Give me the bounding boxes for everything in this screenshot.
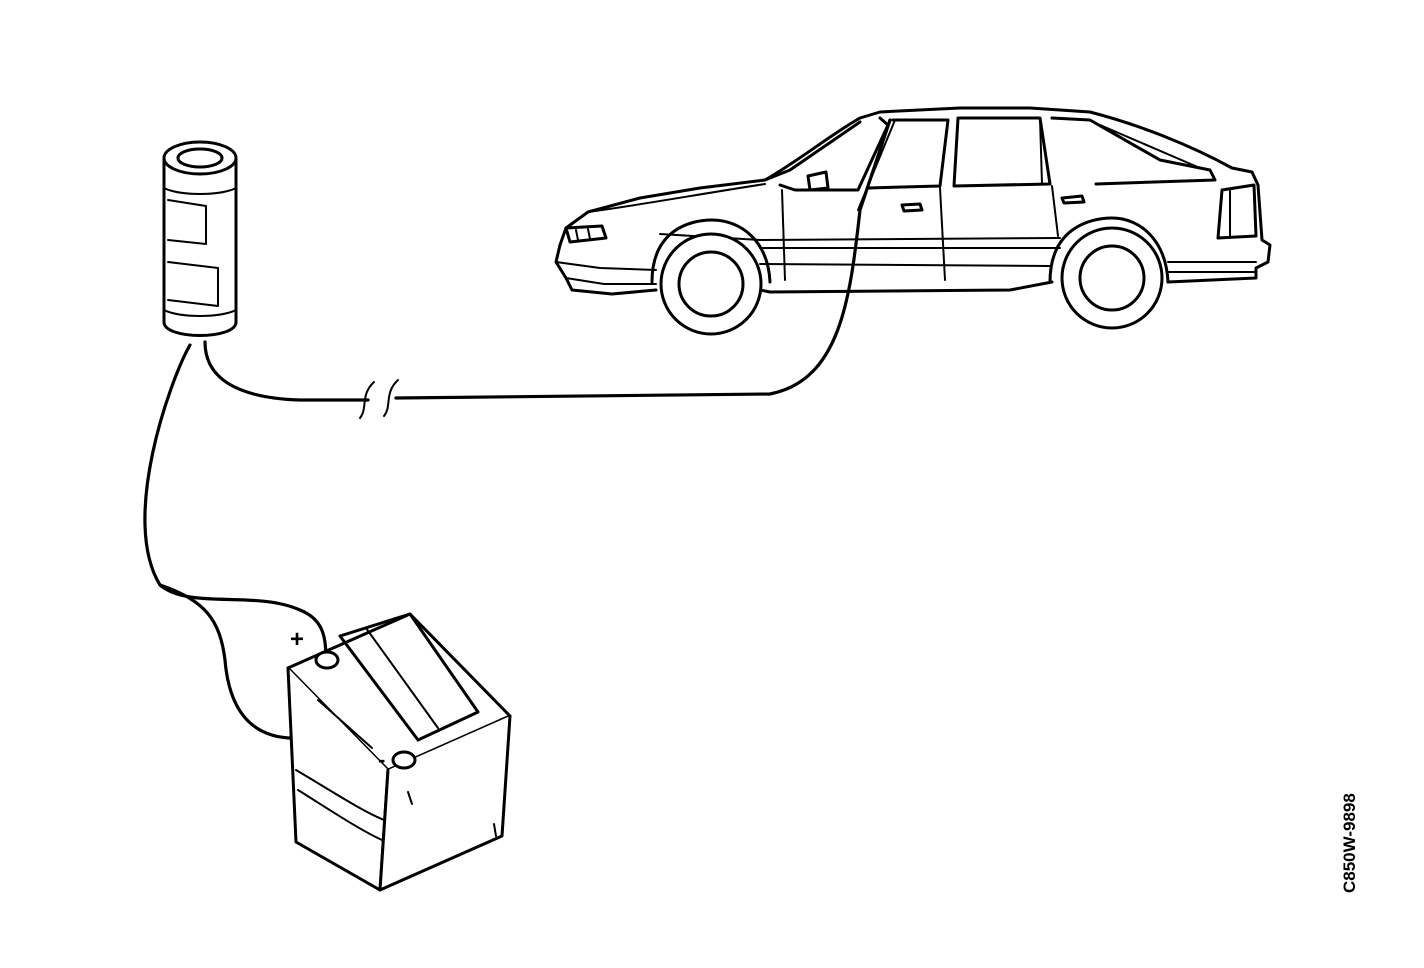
battery-icon (286, 612, 512, 892)
flashlight-lamp-icon (162, 140, 238, 337)
cable-break-symbol (359, 379, 399, 419)
figure-code: C850W-9898 (1340, 793, 1359, 893)
positive-terminal-label: + (290, 626, 304, 653)
car-illustration (554, 106, 1272, 336)
negative-terminal-label: - (378, 747, 385, 772)
